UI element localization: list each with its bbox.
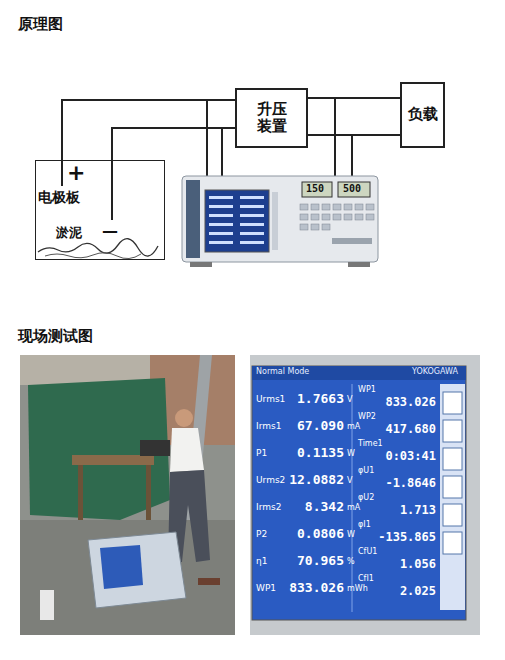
wire-connector (308, 134, 400, 136)
measure-unit: % (347, 558, 355, 567)
wire (206, 100, 208, 177)
display-digits: 150 (306, 183, 324, 194)
measure-value: 1.056 (400, 558, 436, 571)
measure-value: -1.8646 (385, 477, 436, 490)
measure-name: φU1 (358, 467, 374, 476)
measure-name: φI1 (358, 521, 371, 530)
measure-name: P1 (256, 449, 267, 459)
measure-value: 70.965 (297, 554, 344, 568)
wire-connector (112, 128, 235, 160)
measure-name: P2 (256, 530, 267, 540)
measure-value: 1.713 (400, 504, 436, 517)
section-heading: 现场测试图 (18, 328, 93, 345)
measure-unit: mA (347, 423, 360, 432)
measure-name: CfI1 (358, 575, 374, 584)
measure-value: 67.090 (297, 419, 344, 433)
measure-name: Time1 (358, 440, 383, 449)
measure-name: Urms1 (256, 395, 285, 405)
measure-value: 12.0882 (289, 473, 344, 487)
diagram-title: 原理图 (18, 16, 63, 33)
site-photo (20, 355, 235, 635)
measure-value: 8.342 (305, 500, 344, 514)
measure-value: 833.026 (289, 581, 344, 595)
wire (351, 135, 353, 177)
wire-connector (308, 97, 400, 99)
measure-value: 1.7663 (297, 392, 344, 406)
wire (111, 160, 113, 220)
measure-value: 0.1135 (297, 446, 344, 460)
measure-unit: mA (347, 504, 360, 513)
display-digits: 500 (343, 183, 361, 194)
box-label: 负载 (408, 106, 438, 123)
measure-name: φU2 (358, 494, 374, 503)
measure-name: Irms2 (256, 503, 281, 513)
wire-connector (62, 100, 235, 160)
wire (221, 128, 223, 177)
part-name: 淤泥 (56, 226, 82, 240)
mud-line (45, 253, 141, 259)
screen-header: YOKOGAWA (412, 368, 458, 377)
measure-name: WP1 (256, 584, 276, 594)
measure-value: 833.026 (385, 396, 436, 409)
electrode-tank: + 电极板淤泥 — (35, 160, 165, 260)
measure-name: Irms1 (256, 422, 281, 432)
measure-value: 0:03:41 (385, 450, 436, 463)
wire (61, 160, 63, 186)
part-name: 电极板 (38, 190, 80, 205)
measure-name: WP1 (358, 386, 376, 395)
analyzer-screen-photo (250, 355, 480, 635)
measure-name: WP2 (358, 413, 376, 422)
measure-name: η1 (256, 557, 267, 567)
measure-name: Urms2 (256, 476, 285, 486)
load-box: 负载 (400, 82, 445, 148)
measure-value: 417.680 (385, 423, 436, 436)
box-label: 升压装置 (256, 101, 288, 136)
measure-value: 2.025 (400, 585, 436, 598)
wire (334, 98, 336, 177)
screen-header: Normal Mode (256, 368, 309, 377)
measure-value: 0.0806 (297, 527, 344, 541)
measure-unit: V (347, 477, 352, 486)
booster-box: 升压装置 (235, 88, 308, 148)
measure-unit: V (347, 396, 352, 405)
power-analyzer (182, 176, 378, 267)
measure-unit: mWh (347, 585, 368, 594)
polarity-sign: + (67, 161, 85, 185)
measure-value: -135.865 (378, 531, 436, 544)
polarity-sign: — (102, 222, 118, 240)
measure-unit: W (347, 450, 355, 459)
measure-unit: W (347, 531, 355, 540)
measure-name: CfU1 (358, 548, 377, 557)
